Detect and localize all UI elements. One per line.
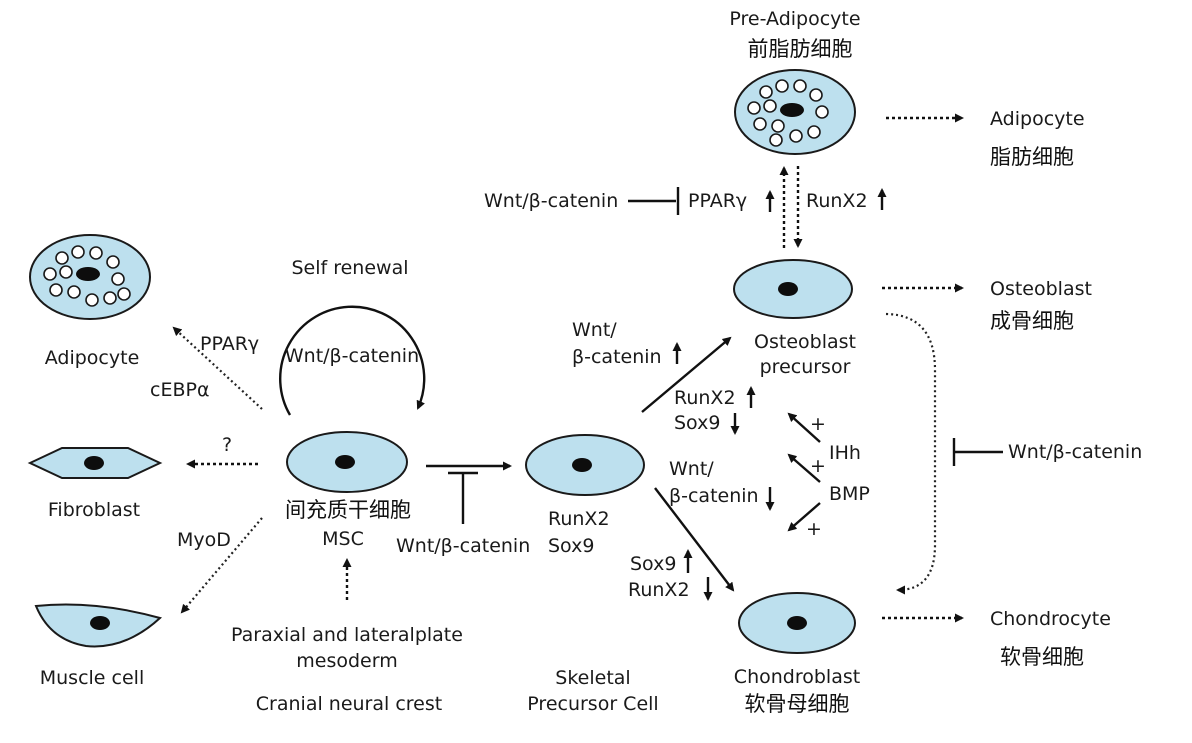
wnt-up-line1: Wnt/ <box>572 319 617 341</box>
skeletal-line1: Skeletal <box>555 667 630 689</box>
pre-adipocyte-cell <box>734 69 856 155</box>
right-inhibitor-label: Wnt/β-catenin <box>1008 441 1142 463</box>
fibroblast-label: Fibroblast <box>48 499 140 521</box>
msc-inhibitor-label: Wnt/β-catenin <box>396 535 530 557</box>
skeletal-to-osteo-arrow <box>641 336 732 413</box>
skeletal-line2: Precursor Cell <box>527 693 658 715</box>
adipocyte-right-label-zh: 脂肪细胞 <box>990 145 1074 169</box>
myod-label: MyoD <box>177 529 231 551</box>
fibroblast-cell <box>27 447 163 479</box>
adipocyte-right-label: Adipocyte <box>990 108 1085 130</box>
sox9-mid-label: Sox9 <box>674 412 720 434</box>
fibroblast-question: ? <box>222 434 232 456</box>
muscle-cell-label: Muscle cell <box>40 667 144 689</box>
right-inhibition-line <box>952 438 1003 466</box>
msc-inhibition-line <box>448 471 478 524</box>
osteoblast-precursor-cell <box>733 259 853 319</box>
bmp-osteo-arrow <box>787 453 821 483</box>
msc-cell <box>286 431 408 493</box>
self-renewal-factor: Wnt/β-catenin <box>285 345 419 367</box>
osteo-to-chondro-curve <box>885 312 937 595</box>
bmp-osteo-plus: + <box>810 455 826 477</box>
runx2-up-top-label: RunX2 <box>806 190 868 212</box>
bmp-chondro-arrow <box>787 502 821 532</box>
bmp-label: BMP <box>829 483 870 505</box>
ihh-arrow <box>787 412 821 443</box>
top-inhibition-line <box>628 187 680 215</box>
chondroblast-label: Chondroblast <box>734 666 860 688</box>
runx2-low-label: RunX2 <box>628 579 690 601</box>
bmp-chondro-plus: + <box>806 518 822 540</box>
msc-label-zh: 间充质干细胞 <box>285 498 411 522</box>
osteoblast-label: Osteoblast <box>990 278 1092 300</box>
msc-to-muscle-arrow <box>180 517 263 614</box>
chondroblast-cell <box>738 592 856 654</box>
ihh-plus: + <box>810 413 826 435</box>
chondrocyte-label: Chondrocyte <box>990 608 1111 630</box>
osteoblast-label-zh: 成骨细胞 <box>990 309 1074 333</box>
pre-adipocyte-label: Pre-Adipocyte <box>729 8 860 30</box>
chondroblast-label-zh: 软骨母细胞 <box>745 692 850 716</box>
runx2-mid-label: RunX2 <box>674 387 736 409</box>
origin-line2: mesoderm <box>296 650 397 672</box>
wnt-down-line2: β-catenin <box>669 485 759 507</box>
osteoblast-precursor-line1: Osteoblast <box>754 331 856 353</box>
self-renewal-arrow <box>279 305 426 416</box>
self-renewal-label: Self renewal <box>291 257 408 279</box>
osteoblast-precursor-line2: precursor <box>760 356 851 378</box>
left-adipocyte-label: Adipocyte <box>45 347 140 369</box>
origin-line1: Paraxial and lateralplate <box>231 624 463 646</box>
left-adipocyte-cell <box>29 234 151 320</box>
wnt-up-line2: β-catenin <box>572 346 662 368</box>
sox9-low-label: Sox9 <box>630 553 676 575</box>
top-inhibitor-label: Wnt/β-catenin <box>484 190 618 212</box>
skeletal-precursor-cell <box>525 434 645 496</box>
pparg-up-label: PPARγ <box>688 190 747 212</box>
msc-label: MSC <box>322 528 364 550</box>
skeletal-sox9-label: Sox9 <box>548 535 594 557</box>
origin-line3: Cranial neural crest <box>256 693 442 715</box>
pre-adipocyte-label-zh: 前脂肪细胞 <box>748 37 853 61</box>
ihh-label: IHh <box>829 442 861 464</box>
cebpa-label: cEBPα <box>150 379 209 401</box>
pparg-left-label: PPARγ <box>200 333 259 355</box>
wnt-down-line1: Wnt/ <box>669 458 714 480</box>
chondrocyte-label-zh: 软骨细胞 <box>1000 645 1084 669</box>
muscle-cell <box>34 603 163 648</box>
skeletal-runx2-label: RunX2 <box>548 508 610 530</box>
skeletal-to-chondro-arrow <box>654 487 735 592</box>
